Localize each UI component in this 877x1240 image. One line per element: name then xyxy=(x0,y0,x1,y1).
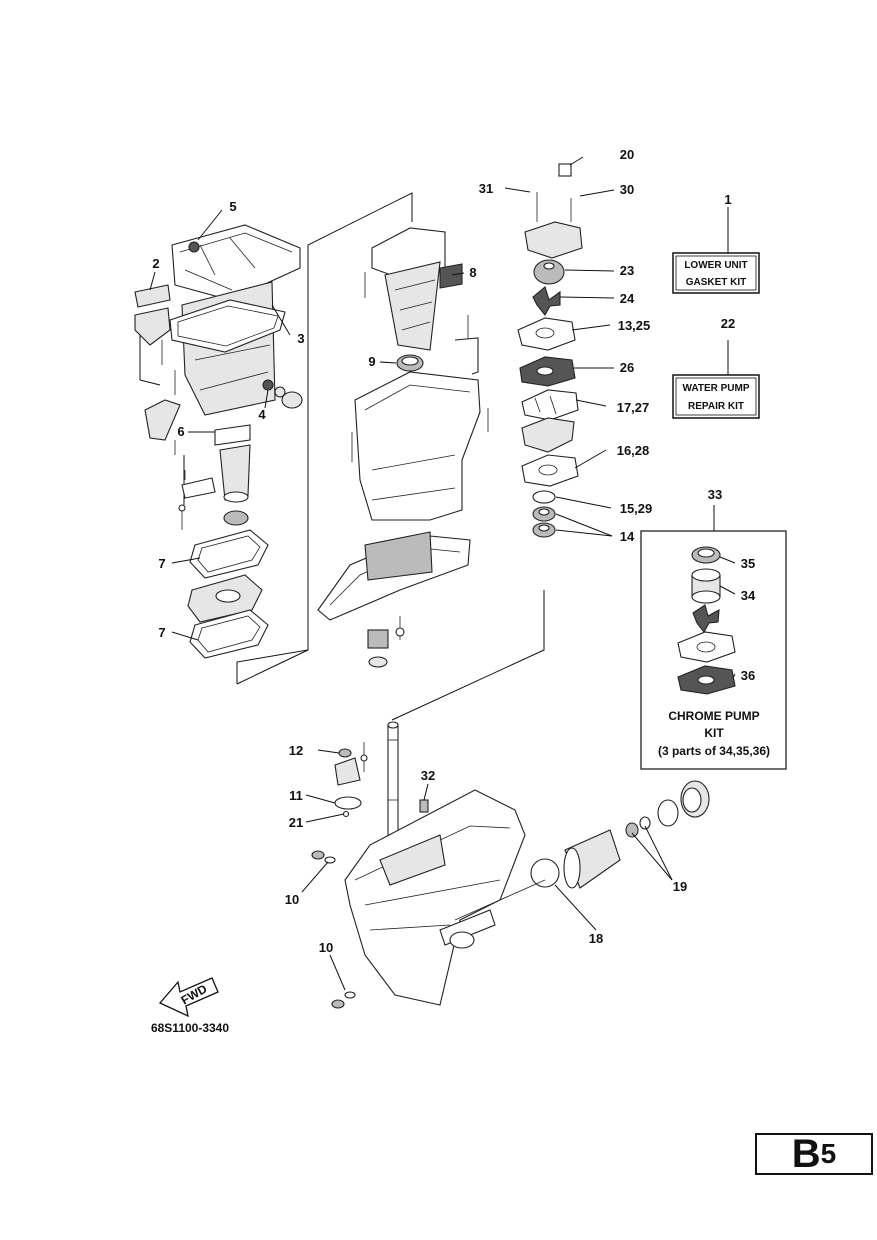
callout-18: 18 xyxy=(589,931,603,946)
callout-21: 21 xyxy=(289,815,303,830)
callout-1: 1 xyxy=(724,192,731,207)
callout-11: 11 xyxy=(289,788,303,803)
callout-20: 20 xyxy=(620,147,634,162)
callout-16-28: 16,28 xyxy=(617,443,650,458)
seal-part-9 xyxy=(396,354,424,372)
lower-unit-gasket-kit-box: LOWER UNIT GASKET KIT xyxy=(672,207,760,294)
callout-13-25: 13,25 xyxy=(618,318,651,333)
callout-6: 6 xyxy=(177,424,184,439)
water-pump-repair-kit-box: WATER PUMP REPAIR KIT xyxy=(672,340,760,419)
chrome-pump-kit-box: CHROME PUMP KIT (3 parts of 34,35,36) xyxy=(640,505,787,770)
shift-parts-bottom xyxy=(367,616,405,668)
lower-unit-kit-line2: GASKET KIT xyxy=(686,277,747,288)
callout-3: 3 xyxy=(297,331,304,346)
oil-pan-part xyxy=(364,227,479,375)
chrome-kit-line1: CHROME PUMP xyxy=(668,709,759,723)
assembly-bracket-lines xyxy=(139,192,545,721)
fwd-arrow-icon: FWD xyxy=(158,977,219,1018)
prop-shaft-housing-part xyxy=(454,780,710,921)
callout-30: 30 xyxy=(620,182,634,197)
water-pump-kit-line2: REPAIR KIT xyxy=(688,401,744,412)
callout-2: 2 xyxy=(152,256,159,271)
callout-7-upper: 7 xyxy=(158,556,165,571)
gasket-part-7-lower xyxy=(189,609,269,659)
drain-bolts xyxy=(311,850,356,1009)
water-pump-stack xyxy=(517,163,583,538)
callout-17-27: 17,27 xyxy=(617,400,650,415)
chrome-kit-line3: (3 parts of 34,35,36) xyxy=(658,744,770,758)
callout-23: 23 xyxy=(620,263,634,278)
callout-9: 9 xyxy=(368,354,375,369)
callout-12: 12 xyxy=(289,743,303,758)
callout-lines xyxy=(149,156,736,991)
callout-4: 4 xyxy=(258,407,266,422)
upper-case-part xyxy=(317,371,489,621)
gasket-part-3 xyxy=(169,299,286,353)
shift-rod-parts xyxy=(334,742,429,818)
callout-labels: 5 2 3 4 6 7 7 8 9 20 31 30 23 24 13,25 2… xyxy=(152,147,756,955)
bolt-set-left xyxy=(174,440,186,530)
callout-10-upper: 10 xyxy=(285,892,299,907)
callout-36: 36 xyxy=(741,668,755,683)
gasket-part-7-upper xyxy=(189,529,269,579)
drive-shaft-part xyxy=(387,721,399,866)
exhaust-plate-part xyxy=(187,574,263,623)
drawing-code: 68S1100-3340 xyxy=(151,1021,229,1035)
callout-19: 19 xyxy=(673,879,687,894)
callout-32: 32 xyxy=(421,768,435,783)
callout-5: 5 xyxy=(229,199,236,214)
water-pump-kit-line1: WATER PUMP xyxy=(682,383,749,394)
lower-case-part xyxy=(344,789,526,1006)
callout-35: 35 xyxy=(741,556,755,571)
callout-7-lower: 7 xyxy=(158,625,165,640)
callout-8: 8 xyxy=(469,265,476,280)
exhaust-pipe-part xyxy=(144,399,251,526)
callout-14: 14 xyxy=(620,529,635,544)
callout-22: 22 xyxy=(721,316,735,331)
callout-31: 31 xyxy=(479,181,493,196)
page-number: 5 xyxy=(820,1138,837,1169)
callout-34: 34 xyxy=(741,588,756,603)
lower-unit-kit-line1: LOWER UNIT xyxy=(684,260,747,271)
plug-part-4 xyxy=(262,379,303,409)
callout-26: 26 xyxy=(620,360,634,375)
callout-15-29: 15,29 xyxy=(620,501,653,516)
chrome-kit-line2: KIT xyxy=(704,726,724,740)
bracket-part-2 xyxy=(134,284,176,395)
callout-33: 33 xyxy=(708,487,722,502)
page-letter: B xyxy=(791,1132,821,1176)
callout-10-lower: 10 xyxy=(319,940,333,955)
callout-24: 24 xyxy=(620,291,635,306)
